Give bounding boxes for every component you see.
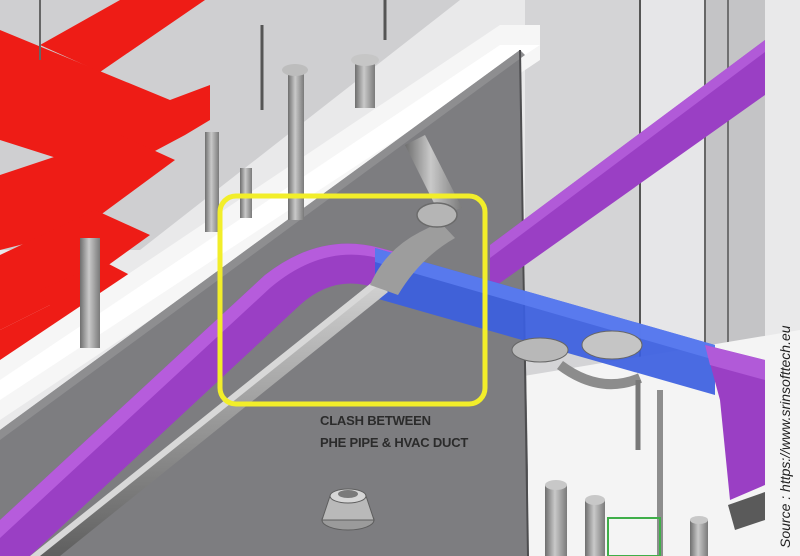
clash-highlight-box	[217, 193, 488, 407]
vertical-pipes	[39, 0, 387, 348]
duct-fittings	[511, 330, 663, 556]
grille	[728, 492, 765, 530]
purple-duct-right	[705, 345, 765, 500]
floor-pipes	[545, 480, 765, 556]
clash-caption: CLASH BETWEEN PHE PIPE & HVAC DUCT	[320, 410, 468, 454]
phe-pipe-highlight	[30, 280, 380, 556]
grey-wall-top-edge	[0, 50, 525, 440]
source-credit: Source : https://www.srinsofttech.eu	[777, 325, 793, 548]
drain-fitting-icon	[321, 488, 375, 531]
purple-duct-right-highlight	[705, 345, 765, 380]
phe-pipe-elbow	[370, 222, 455, 295]
blue-duct-highlight	[375, 248, 715, 360]
caption-line-1: CLASH BETWEEN	[320, 413, 431, 428]
purple-duct-front	[0, 243, 395, 556]
caption-line-2: PHE PIPE & HVAC DUCT	[320, 435, 469, 450]
pipe-coupling	[416, 202, 458, 228]
slab-edge-highlight	[0, 45, 540, 400]
purple-duct-upper-highlight	[490, 40, 765, 258]
